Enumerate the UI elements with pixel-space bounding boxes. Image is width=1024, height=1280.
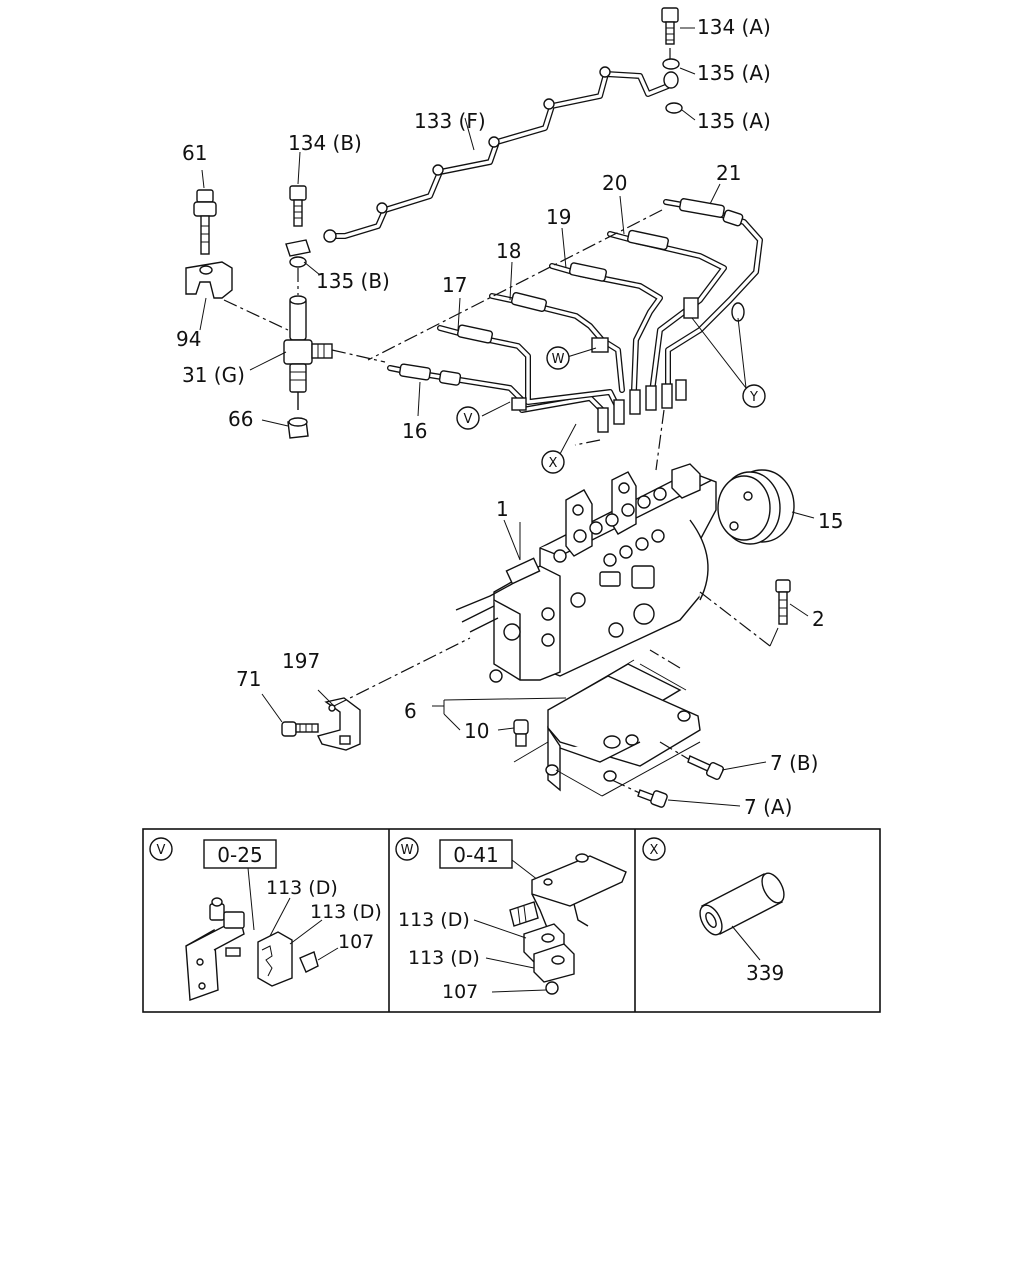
label-94: 94 xyxy=(176,327,201,351)
callout-x-circle xyxy=(541,450,565,474)
panel-v-label-113d-b: 113 (D) xyxy=(310,901,382,923)
panel-w-label-113d-b: 113 (D) xyxy=(408,947,480,969)
leader-lines xyxy=(199,117,747,731)
injection-pipes xyxy=(367,198,763,471)
panel-v-label-107: 107 xyxy=(338,931,374,953)
bolt-71 xyxy=(261,689,335,737)
label-15: 15 xyxy=(818,509,843,533)
label-133f: 133 (F) xyxy=(414,109,486,133)
panel-v-label-113d-a: 113 (D) xyxy=(266,877,338,899)
label-16: 16 xyxy=(402,419,427,443)
clamp-94 xyxy=(185,261,289,331)
label-21: 21 xyxy=(716,161,741,185)
label-6: 6 xyxy=(404,699,417,723)
injector-31g xyxy=(283,295,386,410)
label-1: 1 xyxy=(496,497,509,521)
bolt-2 xyxy=(775,579,809,625)
label-134a: 134 (A) xyxy=(697,15,771,39)
bracket-197 xyxy=(316,637,471,751)
panel-w: W 0-41 113 (D) 113 (D) 107 xyxy=(395,837,627,1003)
panel-v-ref: 0-25 xyxy=(217,843,262,867)
sleeve-339 xyxy=(699,872,785,936)
label-19: 19 xyxy=(546,205,571,229)
callout-labels: 134 (A) 135 (A) 135 (A) 133 (F) 134 (B) … xyxy=(176,15,843,819)
label-20: 20 xyxy=(602,171,627,195)
bolt-7b xyxy=(687,755,767,781)
bolt-61 xyxy=(193,189,217,255)
panel-v: V 0-25 113 (D) 113 (D) 107 xyxy=(149,837,382,1001)
panel-w-ref: 0-41 xyxy=(453,843,498,867)
callout-x: X xyxy=(549,456,558,471)
panel-w-ref-box xyxy=(439,839,513,869)
label-135b: 135 (B) xyxy=(316,269,390,293)
callout-v-circle xyxy=(456,406,480,430)
injection-pump-1 xyxy=(455,463,779,683)
label-17: 17 xyxy=(442,273,467,297)
label-10: 10 xyxy=(464,719,489,743)
return-pipe-133f xyxy=(323,66,671,243)
label-7b: 7 (B) xyxy=(770,751,818,775)
panel-x: X 339 xyxy=(642,837,785,985)
timer-15 xyxy=(717,469,815,545)
label-134b: 134 (B) xyxy=(288,131,362,155)
label-66: 66 xyxy=(228,407,253,431)
view-callouts: V W X Y xyxy=(456,346,766,474)
label-197: 197 xyxy=(282,649,320,673)
callout-w: W xyxy=(552,352,565,367)
callout-w-circle xyxy=(546,346,570,370)
bolt-7a xyxy=(637,789,741,808)
label-71: 71 xyxy=(236,667,261,691)
label-2: 2 xyxy=(812,607,825,631)
label-61: 61 xyxy=(182,141,207,165)
label-135a-upper: 135 (A) xyxy=(697,61,771,85)
callout-y: Y xyxy=(749,390,758,405)
bolt-10 xyxy=(513,719,529,747)
panel-w-label-107: 107 xyxy=(442,981,478,1003)
callout-y-circle xyxy=(742,384,766,408)
seal-66 xyxy=(261,417,309,439)
bracket-6 xyxy=(513,649,701,797)
eye-bolt-134a xyxy=(661,7,696,121)
label-7a: 7 (A) xyxy=(744,795,792,819)
label-18: 18 xyxy=(496,239,521,263)
label-31g: 31 (G) xyxy=(182,363,245,387)
eye-bolt-134b xyxy=(285,185,321,295)
panel-x-key: X xyxy=(650,843,659,858)
panel-v-ref-box xyxy=(203,839,277,869)
callout-v: V xyxy=(464,412,473,427)
label-135a-lower: 135 (A) xyxy=(697,109,771,133)
panel-w-key: W xyxy=(401,843,414,858)
panel-v-key: V xyxy=(157,843,166,858)
panel-x-label-339: 339 xyxy=(746,961,784,985)
panel-w-label-113d-a: 113 (D) xyxy=(398,909,470,931)
